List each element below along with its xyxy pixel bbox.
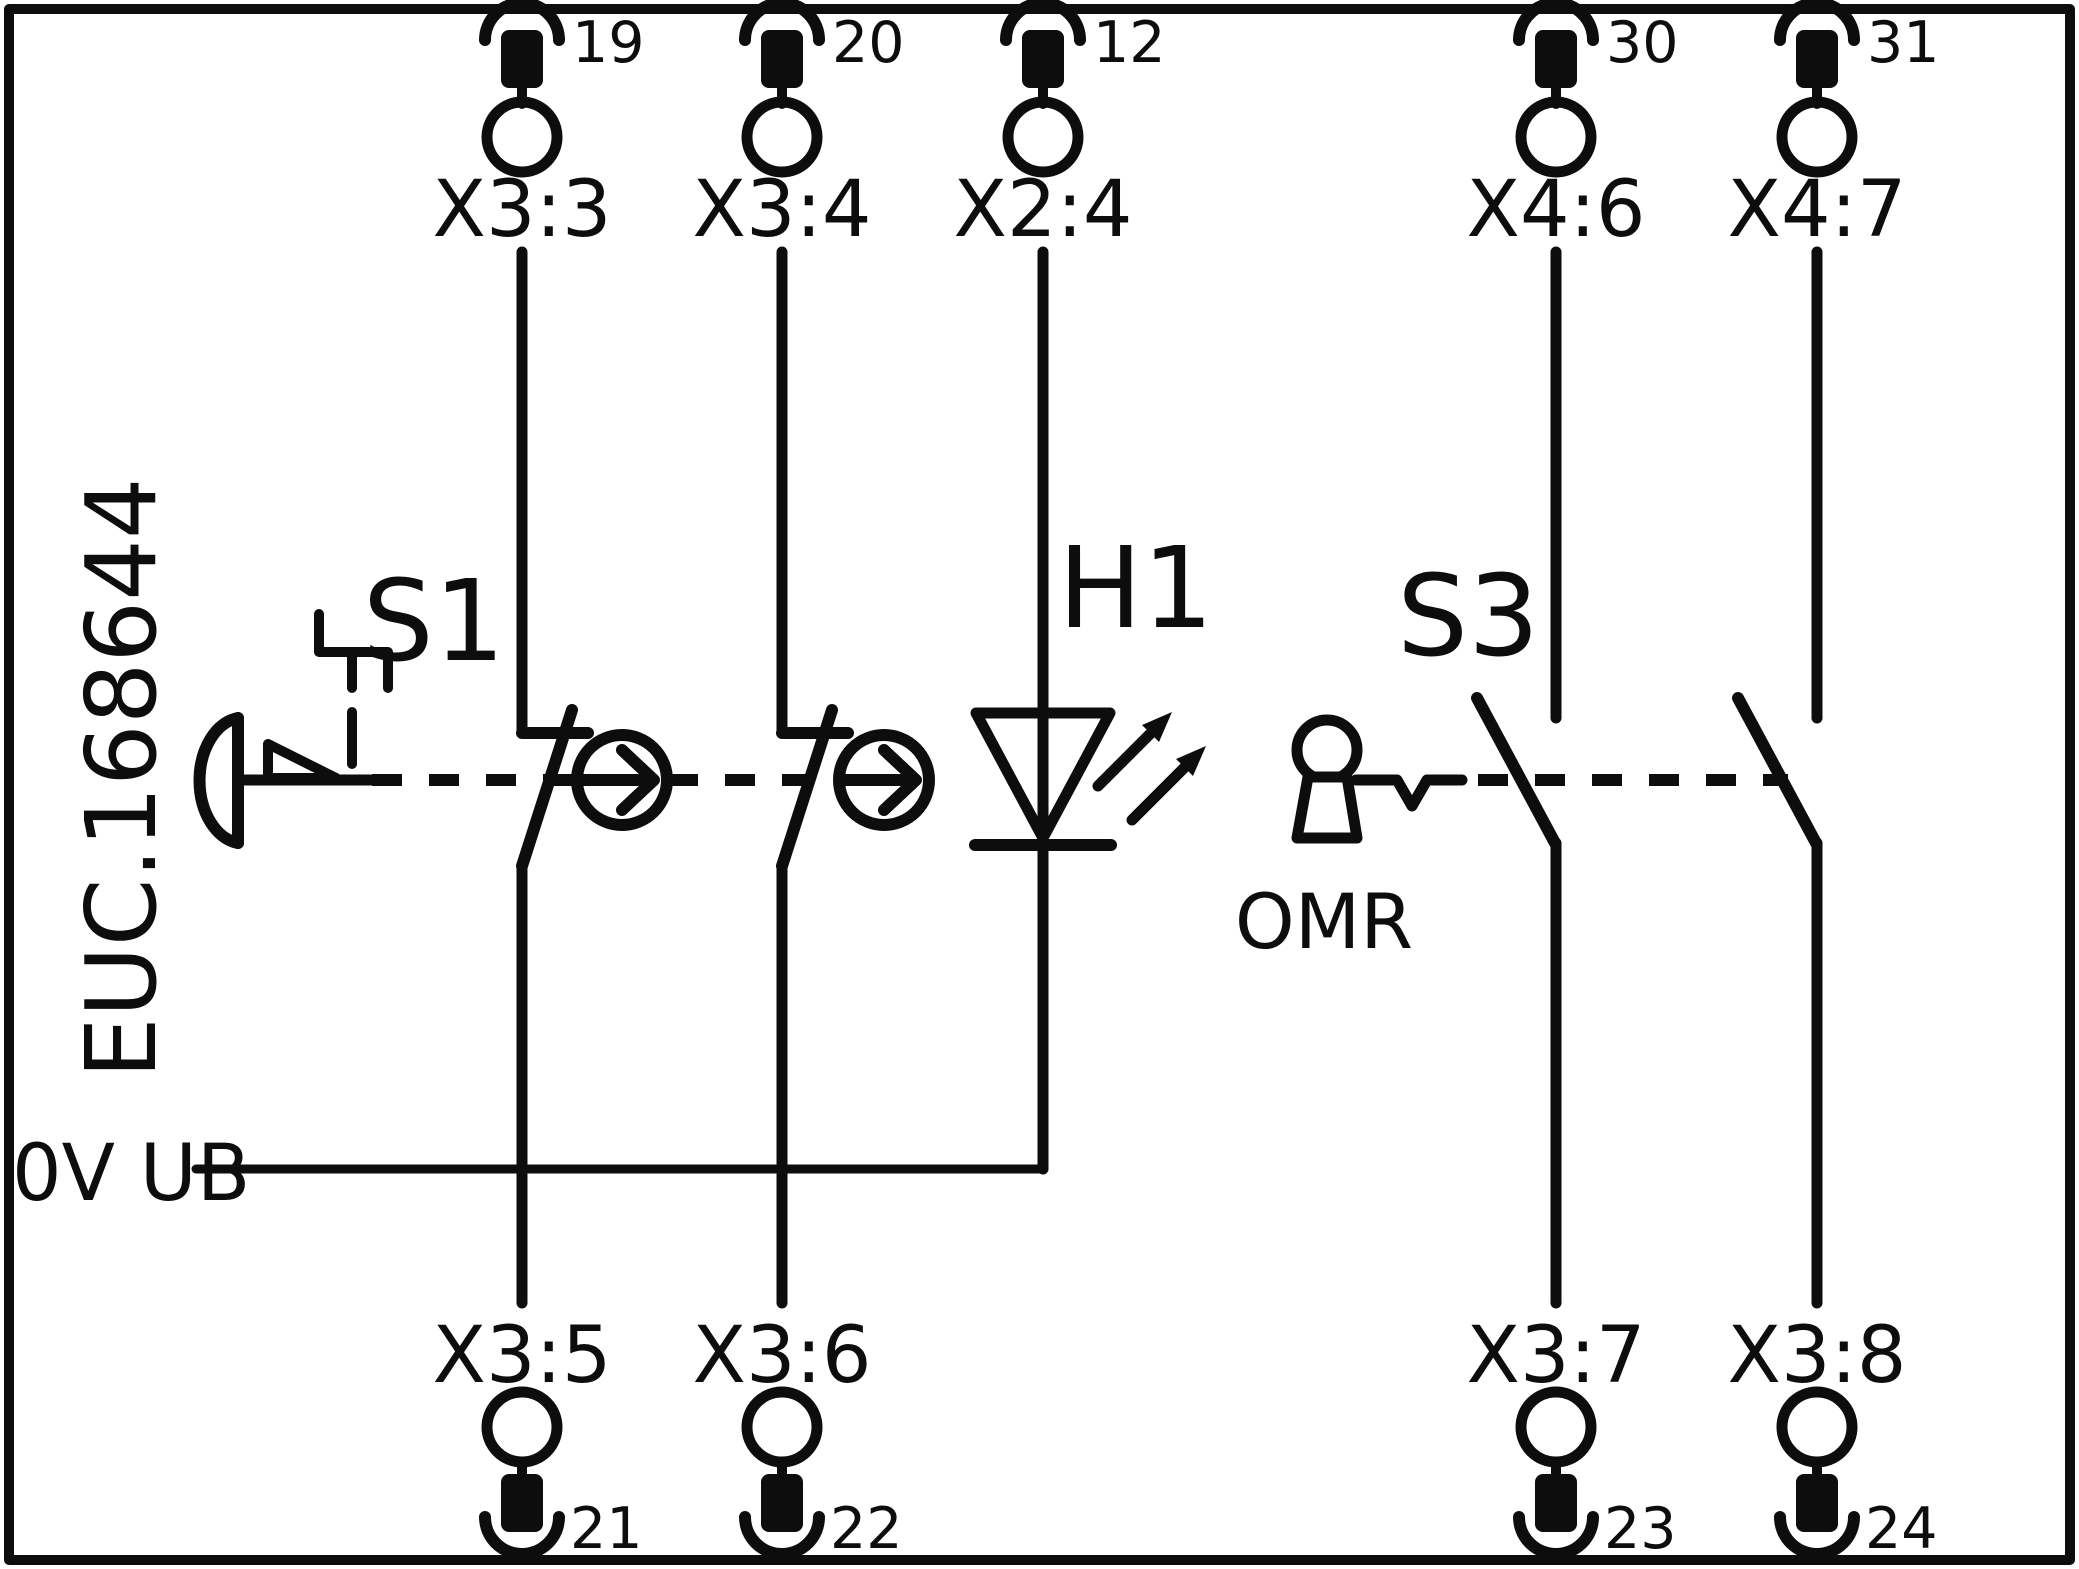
key-body-icon [1291, 771, 1363, 844]
terminal-pin-number: 19 [572, 10, 645, 76]
terminal-pin-number: 30 [1606, 10, 1679, 76]
plug-arc-icon [1000, 0, 1086, 46]
terminal-circle-icon [1776, 1386, 1858, 1468]
terminal-label: X3:5 [433, 1311, 612, 1401]
terminal-circle-icon [1776, 96, 1858, 178]
h1-led-symbol [969, 707, 1206, 851]
plug-arc-icon [479, 1511, 565, 1560]
terminal-label: X2:4 [954, 165, 1133, 255]
s1-nc-contacts [516, 704, 935, 872]
terminal-label: X3:8 [1728, 1311, 1907, 1401]
terminal-label: X3:7 [1467, 1311, 1646, 1401]
plug-pin-icon [1535, 30, 1577, 88]
plug-arc-icon [1774, 1511, 1860, 1560]
h1-label: H1 [1058, 524, 1213, 654]
bottom-terminal-X3:8: X3:8 24 [1728, 1311, 1938, 1562]
circuit-wires [191, 246, 1823, 1309]
bottom-terminal-X3:6: X3:6 22 [693, 1311, 903, 1562]
led-light-arrowhead-1 [1142, 712, 1172, 742]
plug-arc-icon [739, 1511, 825, 1560]
s3-actuator-label: OMR [1235, 877, 1413, 966]
positive-opening-circle-1 [571, 729, 673, 831]
terminal-label: X4:6 [1467, 165, 1646, 255]
positive-opening-arrow-1-icon [578, 744, 660, 816]
plug-arc-icon [1513, 0, 1599, 46]
bottom-terminal-X3:5: X3:5 21 [433, 1311, 643, 1562]
plug-arc-icon [1513, 1511, 1599, 1560]
plug-pin-icon [501, 1474, 543, 1532]
s1-label: S1 [363, 557, 505, 687]
positive-opening-circle-2 [833, 729, 935, 831]
terminal-pin-number: 22 [830, 1496, 903, 1562]
terminal-pin-number: 20 [832, 10, 905, 76]
terminal-label: X4:7 [1728, 165, 1907, 255]
led-triangle-icon [970, 707, 1116, 844]
no-contact-1-mover [1471, 692, 1561, 849]
plug-arc-icon [479, 0, 565, 46]
bottom-terminal-X3:7: X3:7 23 [1467, 1311, 1677, 1562]
terminal-pin-number: 31 [1867, 10, 1940, 76]
s3-label: S3 [1397, 552, 1539, 682]
plug-pin-icon [761, 1474, 803, 1532]
led-light-arrow-1 [1092, 728, 1156, 792]
terminal-circle-icon [481, 1386, 563, 1468]
terminal-pin-number: 21 [570, 1496, 643, 1562]
plug-pin-icon [1796, 1474, 1838, 1532]
terminal-circle-icon [741, 1386, 823, 1468]
terminal-circle-icon [1515, 1386, 1597, 1468]
rail-label: 0V UB [12, 1129, 250, 1219]
terminal-circle-icon [1515, 96, 1597, 178]
latching-function-icon [314, 609, 393, 693]
plug-pin-icon [501, 30, 543, 88]
nc-contact-1-mover [516, 704, 578, 872]
terminal-pin-number: 24 [1865, 1496, 1938, 1562]
terminal-circle-icon [481, 96, 563, 178]
nc-contact-2-mover [776, 704, 838, 872]
terminal-pin-number: 23 [1604, 1496, 1677, 1562]
device-label: EUC.168644 [65, 477, 178, 1078]
terminal-pin-number: 12 [1093, 10, 1166, 76]
key-head-icon [1291, 714, 1363, 786]
key-spring-link [1350, 774, 1468, 812]
led-light-arrow-2 [1126, 762, 1190, 826]
plug-pin-icon [1796, 30, 1838, 88]
terminal-label: X3:3 [433, 165, 612, 255]
mushroom-head-arc-icon [193, 712, 244, 849]
led-light-arrowhead-2 [1176, 746, 1206, 776]
s3-key-switch [1291, 692, 1822, 849]
terminals-layer: 19X3:320X3:412X2:430X4:631X4:7X3:521X3:6… [433, 0, 1940, 1562]
terminal-label: X3:4 [693, 165, 872, 255]
positive-opening-arrow-2-icon [840, 744, 922, 816]
terminal-circle-icon [741, 96, 823, 178]
plug-arc-icon [1774, 0, 1860, 46]
plug-pin-icon [761, 30, 803, 88]
plug-arc-icon [739, 0, 825, 46]
plug-pin-icon [1535, 1474, 1577, 1532]
twist-release-wedge-icon [263, 739, 341, 783]
terminal-circle-icon [1002, 96, 1084, 178]
terminal-label: X3:6 [693, 1311, 872, 1401]
plug-pin-icon [1022, 30, 1064, 88]
no-contact-2-mover [1732, 692, 1822, 849]
